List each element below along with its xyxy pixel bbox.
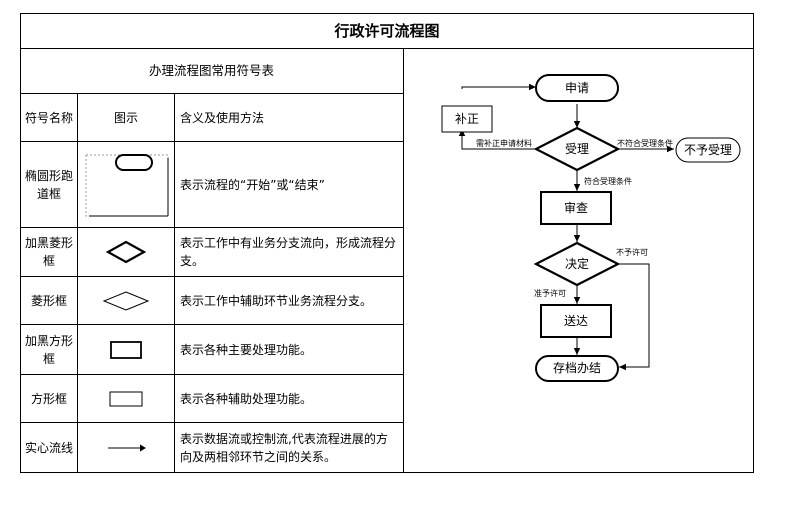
symbol-illustration <box>78 277 174 324</box>
node-correction <box>441 105 493 133</box>
symbol-name: 方形框 <box>30 391 67 406</box>
edge-label-meets: 符合受理条件 <box>584 176 632 186</box>
symbol-meaning: 表示各种辅助处理功能。 <box>180 391 313 406</box>
divider <box>20 276 403 277</box>
symbol-name: 加黑方形框 <box>25 333 74 366</box>
node-archive <box>535 355 619 382</box>
permit-flowchart: 申请 补正 受理 不予受理 审查 决定 送达 存档办结 需补正申请材料 不符合受… <box>441 74 741 382</box>
edge-label-not-meet: 不符合受理条件 <box>617 138 673 148</box>
bold-diamond-symbol-icon <box>105 240 147 264</box>
node-reject-accept <box>675 137 741 163</box>
divider <box>174 93 175 473</box>
node-deliver <box>540 304 612 338</box>
header-symbol-name: 符号名称 <box>25 110 74 125</box>
symbol-illustration <box>78 142 174 227</box>
header-meaning: 含义及使用方法 <box>180 110 265 125</box>
edge-label-need-materials: 需补正申请材料 <box>476 138 532 148</box>
symbol-illustration <box>78 228 174 276</box>
divider <box>77 93 78 473</box>
symbol-illustration <box>78 375 174 422</box>
header-illustration: 图示 <box>113 110 138 125</box>
racetrack-symbol-icon <box>85 153 169 216</box>
bold-rect-symbol-icon <box>110 340 142 359</box>
symbol-meaning: 表示工作中有业务分支流向，形成流程分支。 <box>180 236 397 268</box>
node-review-label: 审查 <box>564 200 588 215</box>
symbol-table-title: 办理流程图常用符号表 <box>148 63 274 78</box>
diamond-symbol-icon <box>102 290 150 311</box>
edge-label-permit: 准予许可 <box>534 288 566 298</box>
symbol-meaning: 表示各种主要处理功能。 <box>180 342 313 357</box>
flow-arrow <box>461 83 536 91</box>
node-reject-accept-label: 不予受理 <box>684 143 732 157</box>
symbol-illustration <box>78 325 174 374</box>
node-deliver-label: 送达 <box>564 313 588 328</box>
symbol-meaning: 表示工作中辅助环节业务流程分支。 <box>180 293 373 308</box>
divider <box>20 227 403 228</box>
node-review <box>540 191 612 225</box>
symbol-name: 实心流线 <box>25 441 74 455</box>
divider <box>20 93 403 94</box>
node-decide-label: 决定 <box>565 256 589 271</box>
symbol-name: 椭圆形跑道框 <box>25 168 74 201</box>
rect-symbol-icon <box>109 391 143 406</box>
flow-arrow <box>618 263 650 371</box>
divider <box>20 324 403 325</box>
node-apply-label: 申请 <box>565 81 589 95</box>
divider <box>20 48 754 49</box>
node-decide <box>533 241 621 287</box>
node-correction-label: 补正 <box>455 112 479 126</box>
symbol-name: 加黑菱形框 <box>25 236 74 268</box>
divider <box>403 48 404 473</box>
edge-label-not-permit: 不予许可 <box>616 247 648 257</box>
node-apply <box>535 74 619 102</box>
table-frame <box>20 13 754 473</box>
divider <box>20 422 403 423</box>
divider <box>20 141 403 142</box>
document-title: 行政许可流程图 <box>334 22 440 40</box>
divider <box>20 374 403 375</box>
arrow-symbol-icon <box>108 444 146 452</box>
symbol-meaning: 表示流程的“开始”或“结束” <box>180 177 325 192</box>
symbol-meaning: 表示数据流或控制流,代表流程进展的方向及两相邻环节之间的关系。 <box>180 432 388 464</box>
node-accept-label: 受理 <box>565 142 589 156</box>
node-archive-label: 存档办结 <box>553 360 601 375</box>
symbol-illustration <box>78 423 174 473</box>
node-accept <box>533 126 621 172</box>
symbol-name: 菱形框 <box>30 293 67 308</box>
flow-arrow <box>458 129 536 150</box>
